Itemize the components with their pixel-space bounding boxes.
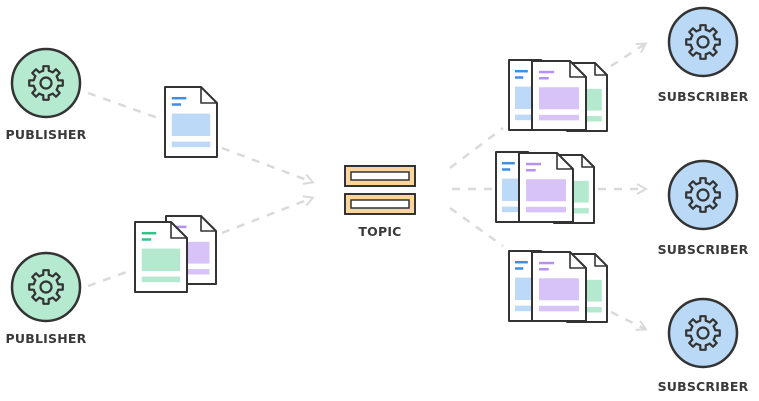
publisher-1-label: PUBLISHER bbox=[5, 127, 87, 142]
message-document-icon bbox=[134, 221, 188, 293]
arrow-bundle1-to-subscriber1 bbox=[610, 44, 645, 68]
subscriber-1-label: SUBSCRIBER bbox=[657, 89, 749, 104]
topic-label: TOPIC bbox=[358, 224, 402, 239]
arrow-message-to-topic bbox=[221, 146, 312, 182]
subscriber-3-node bbox=[667, 297, 739, 369]
messages bbox=[134, 59, 608, 323]
nodes bbox=[10, 6, 739, 369]
gear-icon bbox=[685, 24, 721, 60]
arrow-topic-to-bundle1 bbox=[449, 127, 504, 169]
subscriber-3-label: SUBSCRIBER bbox=[657, 379, 749, 394]
gear-icon bbox=[28, 269, 64, 305]
publisher-2-label: PUBLISHER bbox=[5, 331, 87, 346]
subscriber-2-messages bbox=[495, 151, 595, 224]
gear-icon bbox=[685, 177, 721, 213]
publisher-1-node bbox=[10, 47, 82, 119]
arrow-messages-to-topic bbox=[221, 198, 312, 235]
message-document-icon bbox=[531, 60, 587, 131]
arrow-bundle3-to-subscriber3 bbox=[610, 310, 645, 329]
subscriber-1-node bbox=[667, 6, 739, 78]
gear-icon bbox=[685, 315, 721, 351]
message-document-icon bbox=[518, 152, 574, 223]
gear-icon bbox=[28, 65, 64, 101]
flow-arrows bbox=[87, 44, 645, 329]
arrow-topic-to-bundle3 bbox=[449, 206, 504, 248]
publisher-2-node bbox=[10, 251, 82, 323]
message-document-icon bbox=[531, 251, 587, 322]
subscriber-2-label: SUBSCRIBER bbox=[657, 242, 749, 257]
message-document-icon bbox=[164, 86, 218, 158]
subscriber-2-node bbox=[667, 159, 739, 231]
subscriber-3-messages bbox=[508, 250, 608, 323]
arrow-publisher1-to-message bbox=[87, 91, 159, 120]
subscriber-1-messages bbox=[508, 59, 608, 132]
arrow-publisher2-to-messages bbox=[87, 268, 133, 288]
topic-queue-icon bbox=[344, 165, 416, 215]
